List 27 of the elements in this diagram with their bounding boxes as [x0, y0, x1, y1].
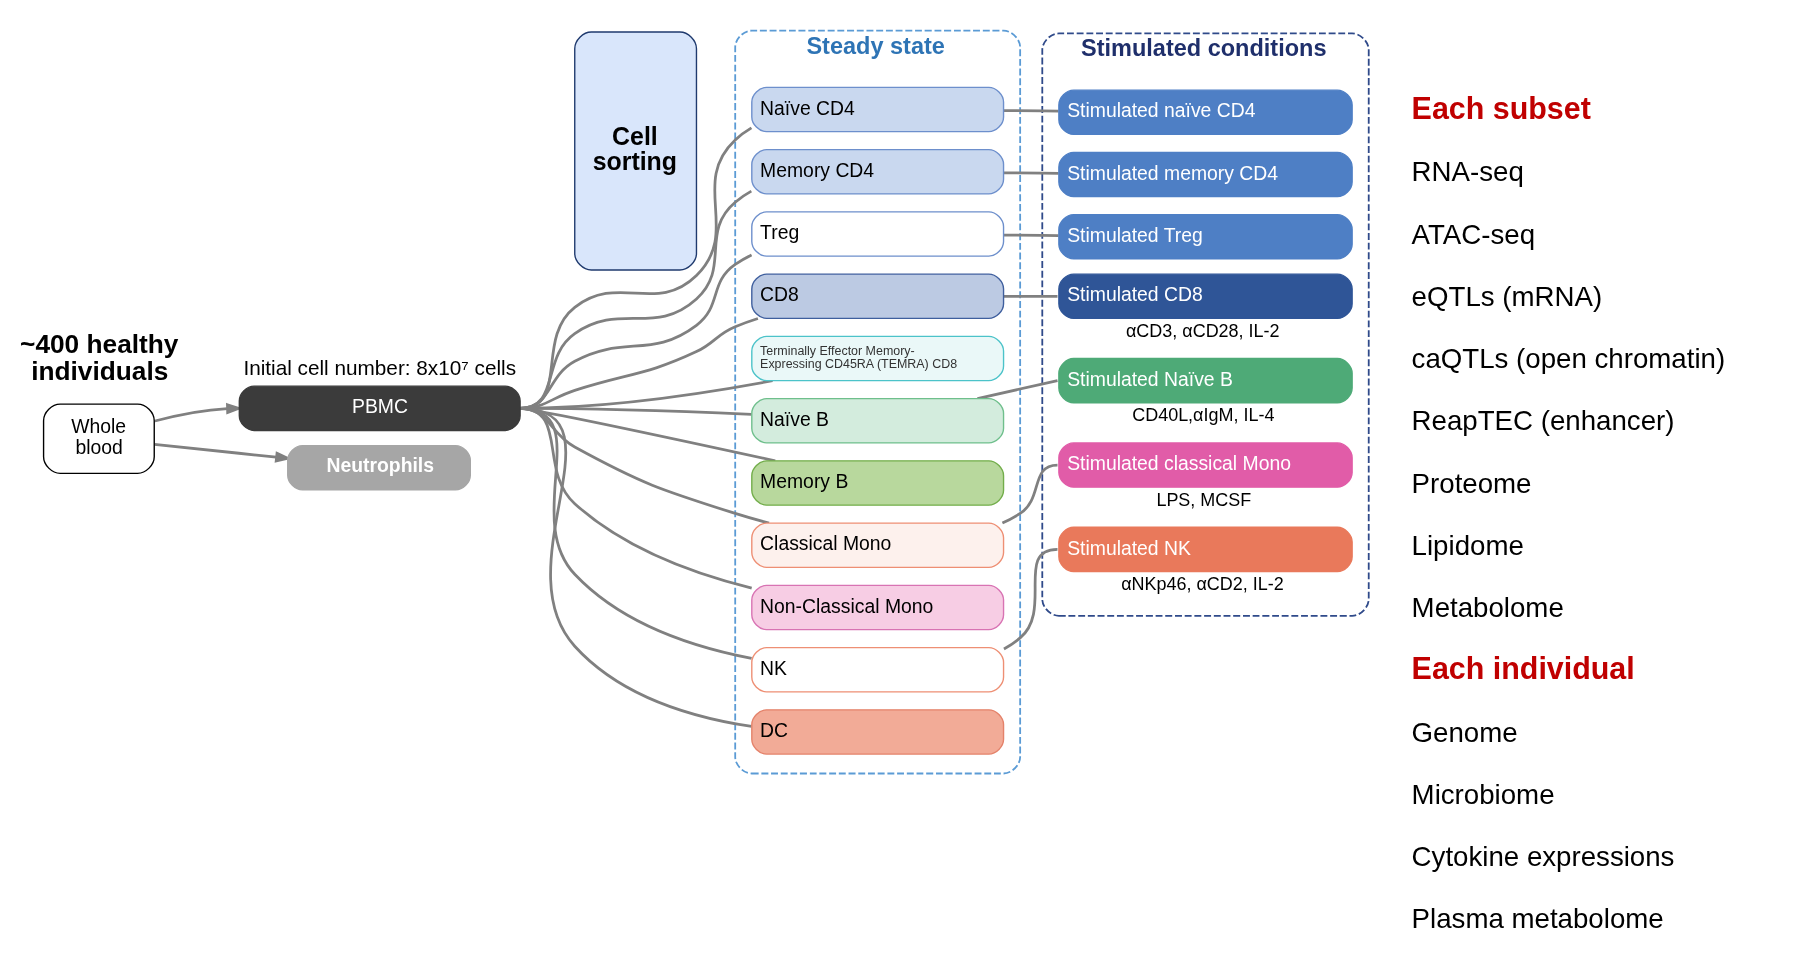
- label: RNA-seq: [1411, 156, 1524, 188]
- node-label: Initial cell number: 8x10⁷ cells: [242, 356, 516, 380]
- connector: [1003, 294, 1057, 298]
- label: Microbiome: [1411, 778, 1555, 810]
- label: Proteome: [1411, 467, 1532, 499]
- connector: [1003, 233, 1059, 237]
- label: ~400 healthy individuals: [19, 329, 178, 386]
- label: Metabolome: [1411, 592, 1564, 624]
- connector: [1002, 548, 1058, 651]
- label: caQTLs (open chromatin): [1411, 343, 1725, 375]
- label: Each individual: [1411, 650, 1635, 685]
- label: Genome: [1411, 716, 1518, 748]
- label: Cytokine expressions: [1411, 841, 1674, 873]
- label: Each subset: [1411, 90, 1591, 125]
- connector: [1003, 171, 1059, 175]
- node-label: CD40L,αIgM, IL-4: [1131, 405, 1274, 426]
- label: ReapTEC (enhancer): [1411, 405, 1674, 437]
- node-label: LPS, MCSF: [1155, 489, 1251, 510]
- connector: [1003, 109, 1059, 113]
- label: eQTLs (mRNA): [1411, 280, 1602, 312]
- label: ATAC-seq: [1411, 218, 1535, 250]
- node-label: αCD3, αCD28, IL-2: [1125, 320, 1280, 341]
- connector: [518, 406, 752, 728]
- label: Lipidome: [1411, 529, 1524, 561]
- node-label: αNKp46, αCD2, IL-2: [1120, 574, 1284, 595]
- label: Plasma metabolome: [1411, 903, 1664, 935]
- connector: [1001, 463, 1058, 525]
